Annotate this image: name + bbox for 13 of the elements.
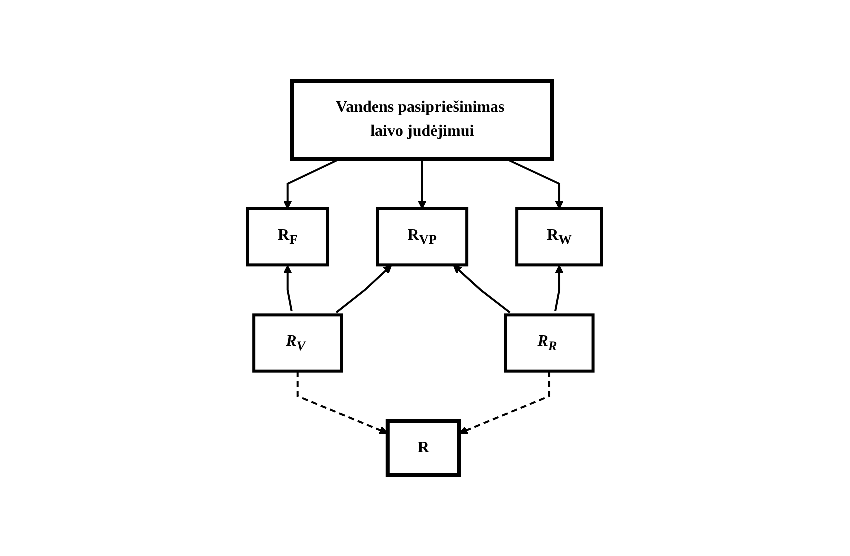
node-box: R — [386, 419, 462, 478]
node-box: R$_{V}$ — [252, 314, 344, 373]
arrow — [418, 158, 427, 210]
arrow — [283, 265, 293, 312]
node-box: R$_{W}$ — [516, 207, 604, 266]
arrow — [453, 264, 511, 314]
node-box: R$_{F}$ — [246, 207, 330, 266]
node-box: R$_{VP}$ — [376, 207, 469, 266]
arrow — [336, 264, 392, 314]
node-box: R$_{R}$ — [504, 314, 595, 373]
node-box: Vandens pasipriešinimas laivo judėjimui — [290, 78, 554, 161]
arrow — [554, 265, 564, 312]
arrow — [459, 371, 551, 434]
